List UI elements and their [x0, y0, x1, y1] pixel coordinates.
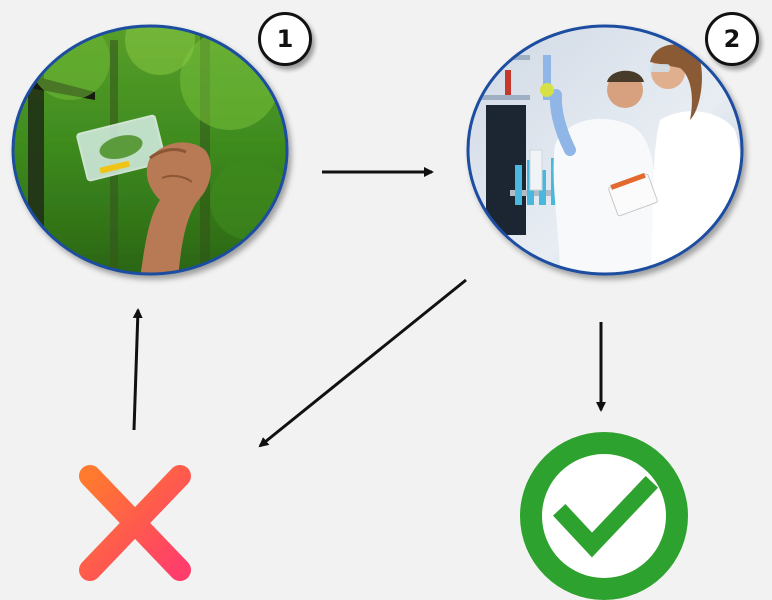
cross-icon [79, 465, 191, 581]
check-icon [520, 432, 688, 600]
arrow-cross-to-step1 [132, 308, 143, 431]
arrow-step2-to-cross [258, 278, 467, 448]
laboratory-image [466, 24, 744, 276]
step-1-badge: 1 [258, 12, 312, 66]
step-2-badge: 2 [705, 12, 759, 66]
field-sample-image [11, 24, 289, 276]
